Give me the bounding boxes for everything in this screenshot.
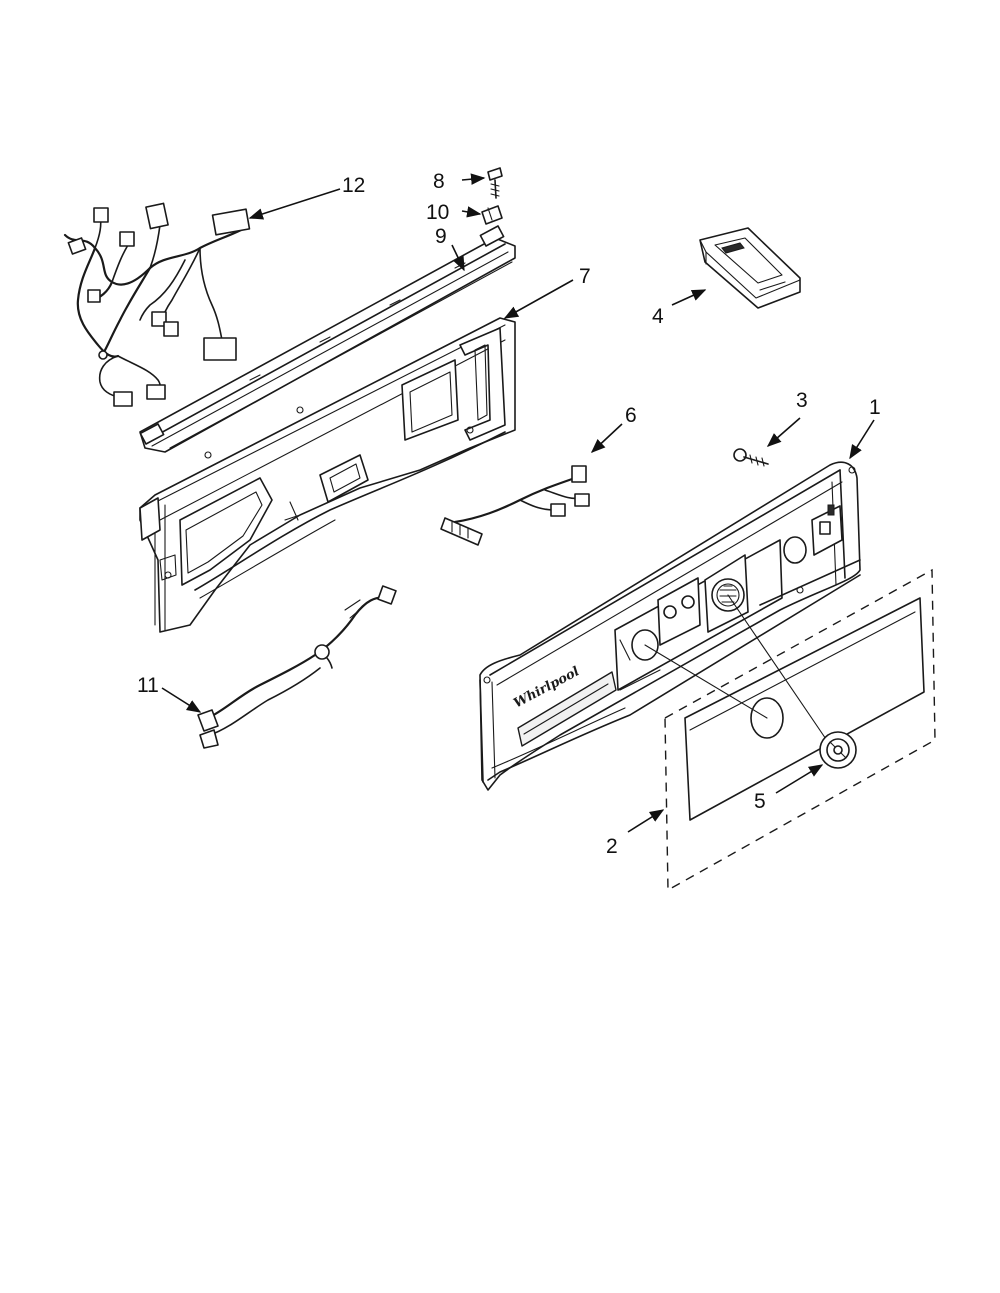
callout-12: 12	[342, 174, 365, 197]
leader-3	[766, 417, 801, 447]
part-11-cord-harness	[197, 585, 397, 749]
leader-2	[627, 809, 665, 833]
part-9-bracket-bar	[139, 225, 516, 453]
leader-lines	[161, 173, 875, 833]
leader-8	[461, 173, 486, 185]
callout-4: 4	[652, 305, 664, 328]
part-12-wire-harness	[63, 202, 251, 407]
callout-labels: 12 8 10 9 7 4 3 1 6 11 5 2	[137, 170, 881, 858]
part-4-housing	[699, 227, 801, 309]
callout-2: 2	[606, 835, 618, 858]
callout-8: 8	[433, 170, 445, 193]
callout-10: 10	[426, 201, 449, 224]
leader-11	[161, 687, 202, 713]
leader-1	[849, 419, 875, 460]
callout-9: 9	[435, 225, 447, 248]
part-5-knob	[819, 731, 857, 769]
leader-12	[248, 188, 341, 220]
leader-9	[451, 244, 465, 272]
callout-7: 7	[579, 265, 591, 288]
part-8-screw	[487, 167, 503, 199]
leader-6	[590, 423, 623, 453]
leader-5	[775, 764, 824, 794]
leader-10	[461, 206, 482, 218]
part-10-clip	[481, 205, 503, 225]
callout-11: 11	[137, 674, 159, 697]
callout-3: 3	[796, 389, 808, 412]
callout-1: 1	[869, 396, 881, 419]
part-3-screw	[733, 448, 769, 467]
part-7-console-frame	[139, 317, 516, 633]
leader-7	[503, 279, 574, 319]
leader-4	[671, 289, 707, 306]
part-2-overlay-group	[644, 568, 936, 892]
callout-5: 5	[754, 790, 766, 813]
part-6-small-harness	[440, 465, 590, 546]
callout-6: 6	[625, 404, 637, 427]
